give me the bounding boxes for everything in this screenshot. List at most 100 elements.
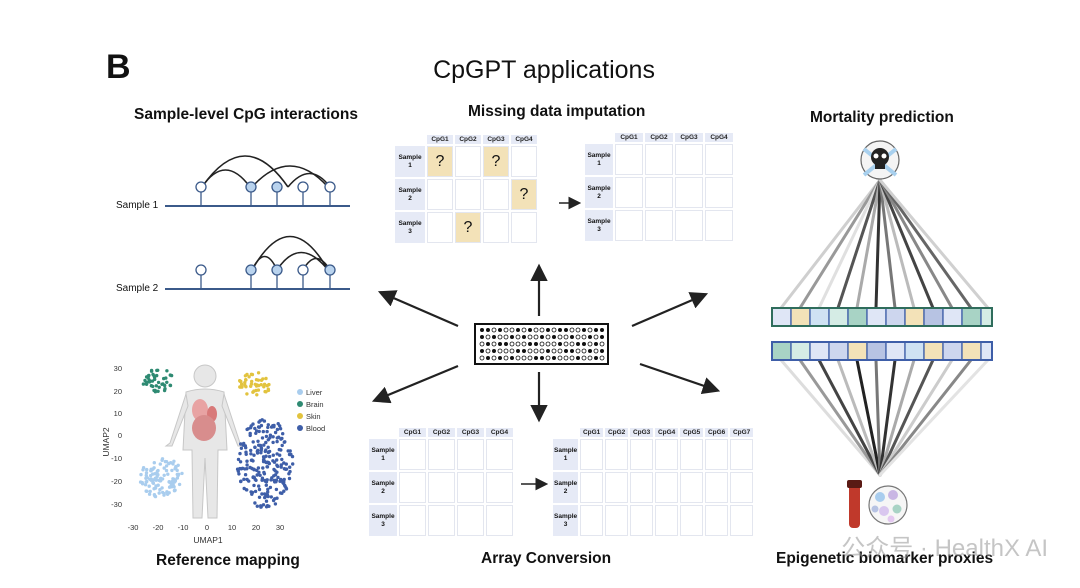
umap-point <box>266 387 270 391</box>
umap-point <box>164 468 169 473</box>
umap-point <box>266 450 271 455</box>
umap-point <box>264 448 268 452</box>
section-title-reference-mapping: Reference mapping <box>156 552 300 569</box>
x-tick-label: 10 <box>228 523 236 532</box>
umap-point <box>253 445 257 449</box>
umap-point <box>269 495 273 499</box>
legend-label: Blood <box>306 424 325 433</box>
umap-point <box>262 385 266 389</box>
umap-point <box>238 466 242 471</box>
umap-point <box>259 447 264 451</box>
column-header: CpG5 <box>680 428 704 437</box>
umap-point <box>143 483 148 487</box>
umap-point <box>255 473 259 477</box>
umap-point <box>253 426 257 431</box>
umap-point <box>144 471 149 475</box>
umap-point <box>288 465 292 469</box>
umap-point <box>261 377 265 381</box>
umap-point <box>266 490 270 494</box>
umap-point <box>243 473 248 477</box>
umap-point <box>257 429 261 434</box>
umap-point <box>171 477 175 481</box>
umap-point <box>147 379 152 383</box>
umap-point <box>257 443 261 447</box>
umap-point <box>245 488 249 492</box>
sample-2-label: Sample 2 <box>116 283 159 294</box>
section-title-cpg-interactions: Sample-level CpG interactions <box>134 106 358 123</box>
section-title-biomarker: Epigenetic biomarker proxies <box>776 550 994 567</box>
umap-point <box>256 388 261 392</box>
umap-point <box>266 425 270 430</box>
section-title-array-conversion: Array Conversion <box>481 550 612 567</box>
y-tick-label: 0 <box>118 431 122 440</box>
umap-point <box>266 445 270 449</box>
umap-point <box>175 468 179 473</box>
umap-point <box>167 461 171 466</box>
umap-point <box>282 477 286 482</box>
umap-point <box>163 383 167 388</box>
y-tick-label: -30 <box>111 500 122 509</box>
umap-point <box>165 380 169 384</box>
umap-point <box>275 439 279 444</box>
umap-point <box>278 424 282 428</box>
umap-point <box>256 466 261 470</box>
umap-point <box>279 437 283 441</box>
umap-point <box>254 431 258 435</box>
umap-point <box>264 434 269 439</box>
umap-point <box>265 493 270 497</box>
column-header: CpG1 <box>580 428 604 437</box>
umap-point <box>258 473 262 477</box>
column-header: CpG1 <box>427 135 453 144</box>
umap-point <box>145 489 149 493</box>
umap-point <box>243 374 248 378</box>
legend-label: Liver <box>306 388 323 397</box>
umap-point <box>275 436 279 440</box>
legend-swatch-blood <box>297 425 303 431</box>
umap-point <box>236 457 241 462</box>
umap-legend: Liver Brain Skin Blood <box>297 388 325 433</box>
x-tick-label: -30 <box>128 523 139 532</box>
umap-point <box>251 475 255 479</box>
umap-point <box>257 487 262 492</box>
umap-point <box>278 453 282 457</box>
umap-point <box>266 423 270 427</box>
umap-point <box>261 455 266 459</box>
umap-point <box>259 451 263 455</box>
umap-point <box>175 476 180 480</box>
arrow-to-cpg-interactions <box>377 290 459 328</box>
umap-point <box>257 425 262 429</box>
umap-point <box>251 422 255 426</box>
umap-point <box>152 461 156 465</box>
umap-point <box>275 427 280 432</box>
x-tick-label: -20 <box>153 523 164 532</box>
umap-point <box>253 489 258 494</box>
column-header: CpG1 <box>399 428 426 437</box>
x-tick-label: 30 <box>276 523 284 532</box>
umap-point <box>249 384 253 388</box>
human-body-icon <box>164 364 246 519</box>
umap-point <box>243 444 247 448</box>
umap-point <box>151 480 155 485</box>
umap-point <box>147 484 151 488</box>
umap-point <box>273 502 278 506</box>
column-header: CpG1 <box>615 133 643 142</box>
umap-point <box>250 466 254 471</box>
umap-point <box>264 376 268 381</box>
umap-point <box>160 486 164 490</box>
umap-point <box>265 504 270 508</box>
blood-tube-icon <box>847 480 862 528</box>
x-tick-label: 0 <box>205 523 209 532</box>
umap-point <box>276 464 280 469</box>
umap-point <box>149 467 153 471</box>
umap-point <box>282 480 286 484</box>
umap-point <box>165 369 169 373</box>
column-header: CpG4 <box>655 428 679 437</box>
umap-point <box>180 471 184 476</box>
umap-point <box>278 427 283 431</box>
cpg-interaction-diagram <box>165 155 350 290</box>
missing-cell: ? <box>427 146 453 177</box>
